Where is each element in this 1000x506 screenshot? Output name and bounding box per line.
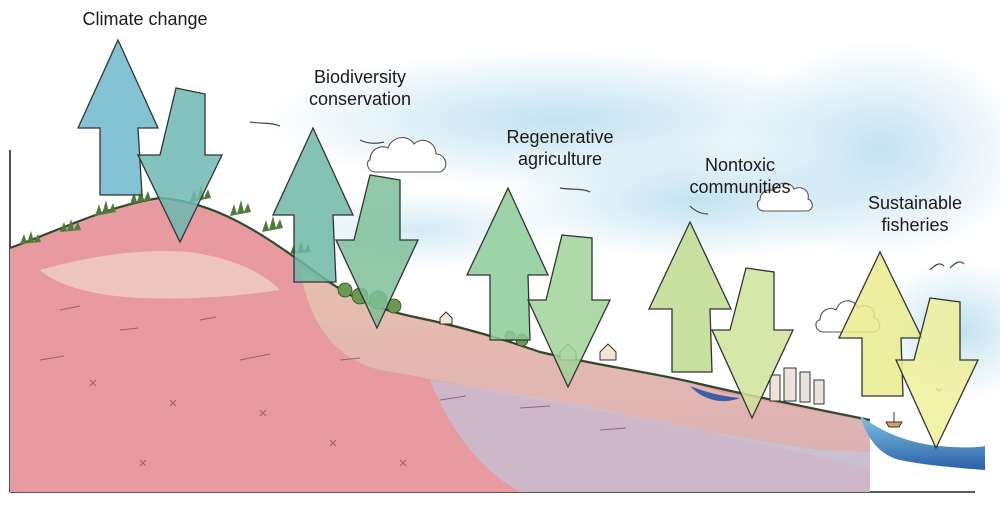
cloud-icon [366,137,447,173]
subsoil-wash [430,380,870,492]
label-line: fisheries [881,215,949,235]
label-line: Biodiversity [313,67,407,87]
water-body [860,416,985,470]
building-icon [769,367,825,405]
label-regenerative-agriculture: Regenerative agriculture [485,126,635,170]
label-line: conservation [308,89,412,109]
label-nontoxic-communities: Nontoxic communities [665,154,815,198]
cloud-icon [756,182,813,212]
label-line: Regenerative [506,127,614,147]
down-arrow-icon [894,297,980,450]
down-arrow-icon [334,174,420,330]
label-line: agriculture [517,149,603,169]
label-sustainable-fisheries: Sustainable fisheries [840,192,990,236]
soil-texture [39,305,627,467]
down-arrow-icon [710,267,795,420]
up-arrow-icon [271,126,355,283]
up-arrow-icon [465,186,550,341]
subsoil-wash-upper [40,250,280,299]
sand-layer [300,268,870,470]
down-arrow-icon [136,87,224,244]
label-climate-change: Climate change [70,8,220,30]
up-arrow-icon [647,220,733,373]
label-line: Nontoxic [704,155,776,175]
label-line: Climate change [82,9,208,29]
down-arrow-icon [526,234,612,389]
boat-icon [885,412,903,428]
label-line: communities [689,177,791,197]
label-biodiversity-conservation: Biodiversity conservation [285,66,435,110]
inlet-water [690,386,740,402]
wind-lines [249,121,965,271]
label-line: Sustainable [867,193,963,213]
